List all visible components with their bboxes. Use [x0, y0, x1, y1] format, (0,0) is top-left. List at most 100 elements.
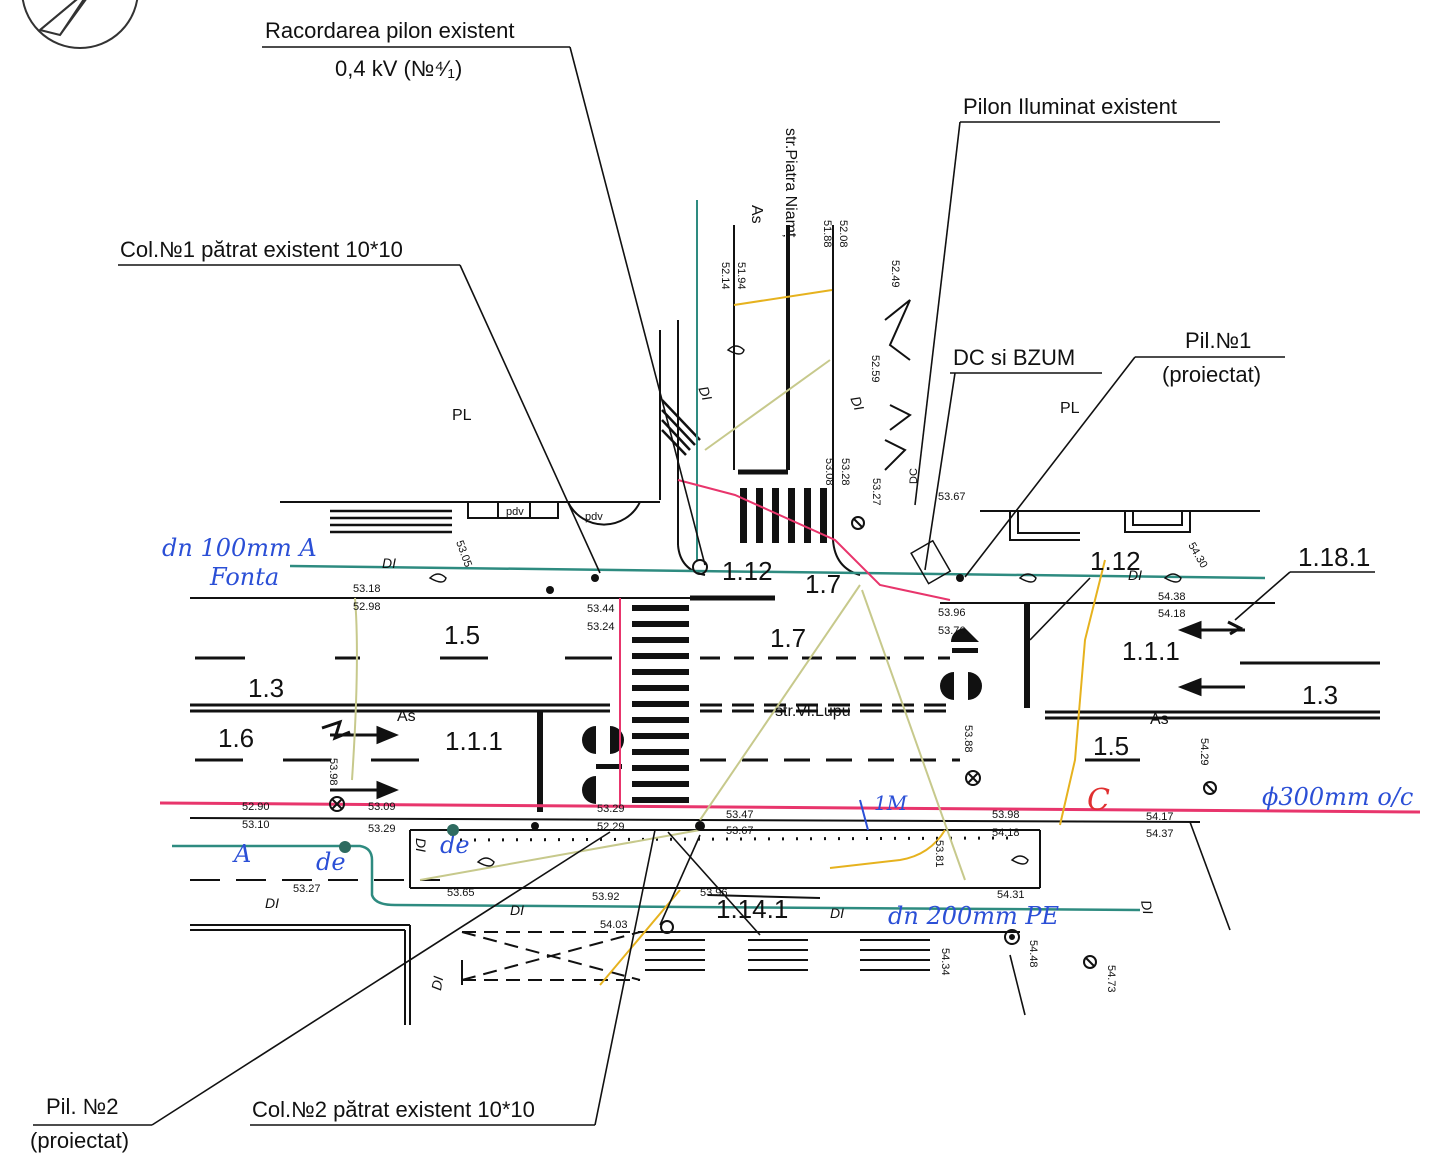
elev: 53.27: [870, 478, 882, 506]
label-di-7: DI: [510, 902, 524, 918]
label-pdv-2: pdv: [585, 511, 603, 523]
marking-1-6: 1.6: [218, 723, 254, 753]
elev: 53.92: [592, 891, 620, 903]
elev: 54.29: [1198, 738, 1210, 766]
manholes: [329, 516, 1217, 969]
elev: 52.59: [869, 355, 881, 383]
label-di-10: DI: [1138, 899, 1156, 916]
callout-pil2-title: Pil. №2: [46, 1094, 119, 1119]
elev: 54.73: [1105, 965, 1117, 993]
callout-pilon-iluminat: Pilon Iluminat existent: [963, 94, 1177, 119]
cable-lines: [599, 289, 1106, 986]
label-di-3: DI: [847, 394, 867, 413]
label-di-5: DI: [413, 838, 429, 852]
red-cable-north: [677, 479, 951, 601]
water-pipe-north: [289, 564, 1266, 580]
elev: 54.18: [1158, 608, 1186, 620]
elev: 53.09: [368, 801, 396, 813]
callout-col1: Col.№1 pătrat existent 10*10: [120, 237, 403, 262]
label-di-1: DI: [382, 555, 396, 571]
north-frontage: [280, 501, 1260, 541]
elev: 54.31: [997, 889, 1025, 901]
marking-1-12-center: 1.12: [722, 556, 773, 586]
elev: 52.29: [597, 821, 625, 833]
marking-1-3-left: 1.3: [248, 673, 284, 703]
elev: 53.96: [938, 607, 966, 619]
label-di-8: DI: [830, 905, 844, 921]
elev: 52.49: [889, 260, 901, 288]
label-di-2: DI: [695, 384, 715, 403]
zone-as-left: As: [397, 708, 416, 725]
marking-1-1-1-right: 1.1.1: [1122, 636, 1180, 666]
hand-one-m: 1M: [874, 791, 908, 815]
elev: 53.10: [242, 819, 270, 831]
elev: 53.27: [293, 883, 321, 895]
elev: 54.30: [1185, 541, 1209, 571]
callout-col2: Col.№2 pătrat existent 10*10: [252, 1097, 535, 1122]
marking-1-1-1-left: 1.1.1: [445, 726, 503, 756]
north-street: [659, 225, 912, 576]
label-di-6: DI: [265, 895, 279, 911]
elev: 53.18: [353, 583, 381, 595]
label-pdv-1: pdv: [506, 506, 524, 518]
elev: 53.65: [447, 887, 475, 899]
elev: 53.76: [938, 625, 966, 637]
elev: 53.88: [962, 725, 974, 753]
hand-c-mark: C: [1087, 783, 1110, 818]
elev: 53.98: [327, 758, 339, 786]
marking-1-5-right: 1.5: [1093, 731, 1129, 761]
label-dc: DC: [908, 468, 920, 484]
survey-points: [339, 574, 964, 853]
hand-de-1: de: [316, 848, 346, 876]
marking-1-7-a: 1.7: [805, 569, 841, 599]
elev: 53.47: [726, 809, 754, 821]
marking-1-5-left: 1.5: [444, 620, 480, 650]
elev: 53.05: [453, 539, 474, 569]
hand-pipe-bottom: dn 200mm PE: [888, 902, 1060, 930]
elev: 52.08: [837, 220, 849, 248]
hand-pipe-left-2: Fonta: [209, 563, 279, 591]
callout-racordare-sub: 0,4 kV (№⁴⁄₁): [335, 56, 462, 81]
elev: 53.29: [368, 823, 396, 835]
marking-1-12-right: 1.12: [1090, 546, 1141, 576]
callout-racordare-title: Racordarea pilon existent: [265, 18, 514, 43]
south-side: [190, 829, 1041, 1025]
hand-pipe-left-1: dn 100mm A: [162, 534, 317, 562]
elev: 53.28: [839, 458, 851, 486]
marking-1-3-right: 1.3: [1302, 680, 1338, 710]
elev: 53.96: [700, 887, 728, 899]
street-name-main: str.Vl.Lupu: [775, 703, 851, 720]
label-di-4: DI: [1128, 567, 1142, 583]
callout-dc-bzum: DC si BZUM: [953, 345, 1075, 370]
north-arrow-compass: [21, 0, 139, 49]
elev: 53.67: [726, 825, 754, 837]
hand-a-left: A: [232, 840, 251, 868]
elev: 51.94: [735, 262, 747, 290]
elev: 54.18: [992, 827, 1020, 839]
elev: 54.38: [1158, 591, 1186, 603]
elev: 54.17: [1146, 811, 1174, 823]
zone-pl-right: PL: [1060, 400, 1080, 417]
elev: 53.08: [823, 458, 835, 486]
marking-1-14-1: 1.14.1: [716, 894, 788, 924]
street-name-north: str.Piatra Niamț: [782, 128, 799, 238]
elev: 53.81: [933, 840, 945, 868]
elev: 53.24: [587, 621, 615, 633]
zone-pl-left: PL: [452, 407, 472, 424]
main-street: [189, 595, 1380, 823]
elev: 53.98: [992, 809, 1020, 821]
zone-as-top: As: [748, 205, 765, 224]
elev: 52.90: [242, 801, 270, 813]
elev: 52.98: [353, 601, 381, 613]
marking-1-7-b: 1.7: [770, 623, 806, 653]
traffic-signals: [582, 628, 982, 804]
marking-1-18-1: 1.18.1: [1298, 542, 1370, 572]
hand-pipe-right: ϕ300mm o/c: [1262, 783, 1413, 811]
elev: 54.37: [1146, 828, 1174, 840]
callout-pil2-sub: (proiectat): [30, 1128, 129, 1153]
water-pipe-south: [172, 844, 1141, 912]
elev: 51.88: [821, 220, 833, 248]
zone-as-right: As: [1150, 711, 1169, 728]
elev: 52.14: [719, 262, 731, 290]
